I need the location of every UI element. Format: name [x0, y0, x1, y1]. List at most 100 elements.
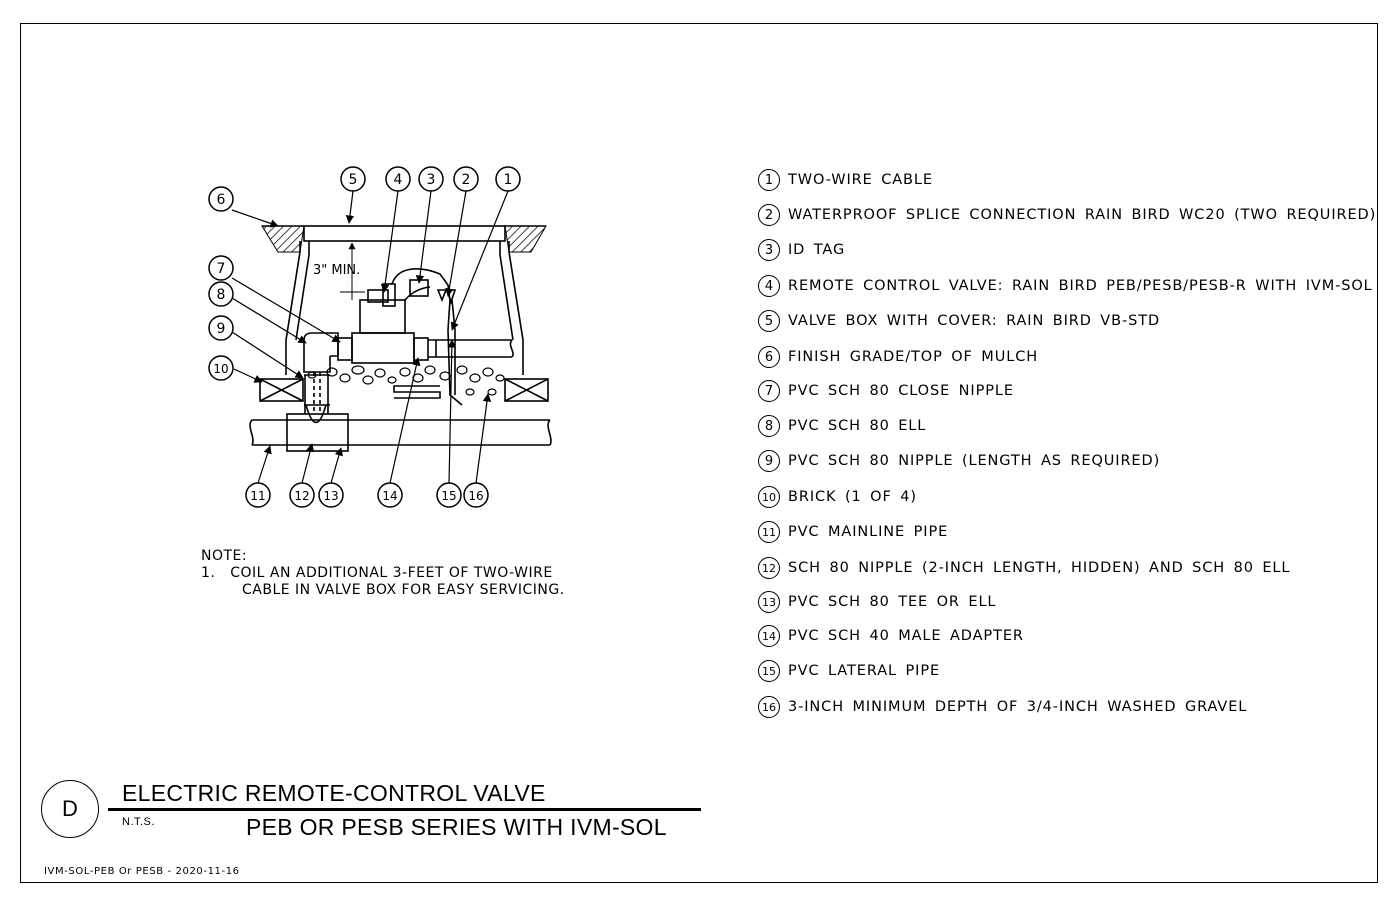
callout-7: 7	[208, 255, 234, 281]
svg-text:5: 5	[349, 172, 358, 188]
svg-text:7: 7	[217, 261, 226, 277]
detail-bubble: D	[41, 780, 99, 838]
callout-5: 5	[340, 166, 366, 192]
svg-text:2: 2	[462, 172, 471, 188]
legend-text: PVC SCH 40 MALE ADAPTER	[788, 628, 1024, 644]
legend-text: VALVE BOX WITH COVER: RAIN BIRD VB-STD	[788, 313, 1161, 329]
legend-item: 4 REMOTE CONTROL VALVE: RAIN BIRD PEB/PES…	[758, 273, 1373, 299]
min-depth-dimension: 3" MIN.	[313, 242, 365, 300]
legend-text: TWO-WIRE CABLE	[788, 172, 933, 188]
legend-text: PVC MAINLINE PIPE	[788, 524, 949, 540]
callout-9: 9	[208, 315, 234, 341]
legend-text: PVC SCH 80 TEE OR ELL	[788, 594, 997, 610]
legend-number: 9	[758, 450, 780, 472]
legend-item: 6 FINISH GRADE/TOP OF MULCH	[758, 344, 1038, 370]
legend-text: SCH 80 NIPPLE (2-INCH LENGTH, HIDDEN) AN…	[788, 560, 1291, 576]
legend-number: 6	[758, 346, 780, 368]
legend-number: 12	[758, 557, 780, 579]
title-underline	[108, 808, 701, 811]
legend-item: 16 3-INCH MINIMUM DEPTH OF 3/4-INCH WASHE…	[758, 694, 1247, 720]
legend-item: 9 PVC SCH 80 NIPPLE (LENGTH AS REQUIRED)	[758, 448, 1160, 474]
note-line: 1. COIL AN ADDITIONAL 3-FEET OF TWO-WIRE	[201, 565, 553, 581]
min-depth-label: 3" MIN.	[313, 263, 360, 278]
scale-label: N.T.S.	[122, 816, 155, 828]
svg-text:16: 16	[468, 489, 483, 503]
callout-1: 1	[495, 166, 521, 192]
callout-16: 16	[463, 482, 489, 508]
svg-text:8: 8	[217, 287, 226, 303]
svg-text:11: 11	[250, 489, 265, 503]
legend-text: 3-INCH MINIMUM DEPTH OF 3/4-INCH WASHED …	[788, 699, 1248, 715]
svg-text:10: 10	[213, 362, 228, 376]
note-line: CABLE IN VALVE BOX FOR EASY SERVICING.	[242, 582, 565, 598]
legend-number: 3	[758, 239, 780, 261]
mainline-pipe	[249, 413, 552, 452]
callout-4: 4	[385, 166, 411, 192]
callout-2: 2	[453, 166, 479, 192]
svg-text:13: 13	[323, 489, 338, 503]
legend-text: WATERPROOF SPLICE CONNECTION RAIN BIRD W…	[788, 207, 1377, 223]
legend-text: REMOTE CONTROL VALVE: RAIN BIRD PEB/PESB…	[788, 278, 1373, 294]
detail-title: ELECTRIC REMOTE-CONTROL VALVE	[122, 780, 546, 806]
callout-11: 11	[245, 482, 271, 508]
legend-item: 12 SCH 80 NIPPLE (2-INCH LENGTH, HIDDEN) …	[758, 555, 1290, 581]
legend-text: PVC LATERAL PIPE	[788, 663, 941, 679]
legend-item: 2 WATERPROOF SPLICE CONNECTION RAIN BIRD …	[758, 202, 1376, 228]
svg-text:9: 9	[217, 321, 226, 337]
legend-number: 14	[758, 625, 780, 647]
svg-text:1: 1	[504, 172, 513, 188]
legend-number: 2	[758, 204, 780, 226]
callout-6: 6	[208, 186, 234, 212]
legend-text: BRICK (1 OF 4)	[788, 489, 917, 505]
legend-text: PVC SCH 80 ELL	[788, 418, 927, 434]
legend-number: 8	[758, 415, 780, 437]
brick	[259, 378, 549, 402]
legend-number: 10	[758, 486, 780, 508]
legend-number: 5	[758, 310, 780, 332]
svg-text:3: 3	[427, 172, 436, 188]
legend-item: 5 VALVE BOX WITH COVER: RAIN BIRD VB-STD	[758, 308, 1160, 334]
legend-text: PVC SCH 80 NIPPLE (LENGTH AS REQUIRED)	[788, 453, 1161, 469]
legend-item: 8 PVC SCH 80 ELL	[758, 413, 926, 439]
legend-number: 16	[758, 696, 780, 718]
legend-text: ID TAG	[788, 242, 846, 258]
gravel	[307, 365, 505, 396]
callout-3: 3	[418, 166, 444, 192]
file-reference: IVM-SOL-PEB Or PESB - 2020-11-16	[44, 866, 240, 877]
legend-number: 7	[758, 380, 780, 402]
legend-text: PVC SCH 80 CLOSE NIPPLE	[788, 383, 1014, 399]
callout-14: 14	[377, 482, 403, 508]
legend-item: 11 PVC MAINLINE PIPE	[758, 519, 948, 545]
legend-number: 13	[758, 591, 780, 613]
legend-number: 1	[758, 169, 780, 191]
callout-15: 15	[436, 482, 462, 508]
legend-item: 7 PVC SCH 80 CLOSE NIPPLE	[758, 378, 1014, 404]
svg-text:12: 12	[294, 489, 309, 503]
legend-item: 14 PVC SCH 40 MALE ADAPTER	[758, 623, 1024, 649]
legend-item: 3 ID TAG	[758, 237, 845, 263]
legend-item: 10 BRICK (1 OF 4)	[758, 484, 917, 510]
svg-text:6: 6	[217, 192, 226, 208]
finish-grade-hatch	[261, 225, 547, 253]
callout-bubbles: 5 4 3 2 1 6 7 8 9 10 11 12 13 14 15 16	[208, 166, 521, 508]
legend-number: 11	[758, 521, 780, 543]
remote-control-valve	[337, 283, 514, 364]
callout-10: 10	[208, 355, 234, 381]
installation-note: NOTE: 1. COIL AN ADDITIONAL 3-FEET OF TW…	[201, 548, 565, 599]
legend-number: 4	[758, 275, 780, 297]
valve-box	[285, 225, 524, 375]
svg-text:15: 15	[441, 489, 456, 503]
callout-13: 13	[318, 482, 344, 508]
legend-item: 1 TWO-WIRE CABLE	[758, 167, 933, 193]
note-heading: NOTE:	[201, 548, 248, 564]
legend-item: 13 PVC SCH 80 TEE OR ELL	[758, 589, 996, 615]
legend-text: FINISH GRADE/TOP OF MULCH	[788, 349, 1039, 365]
callout-leaders	[231, 190, 509, 484]
callout-12: 12	[289, 482, 315, 508]
drawing-border	[20, 23, 1378, 883]
svg-text:4: 4	[394, 172, 403, 188]
svg-text:14: 14	[382, 489, 397, 503]
callout-8: 8	[208, 281, 234, 307]
